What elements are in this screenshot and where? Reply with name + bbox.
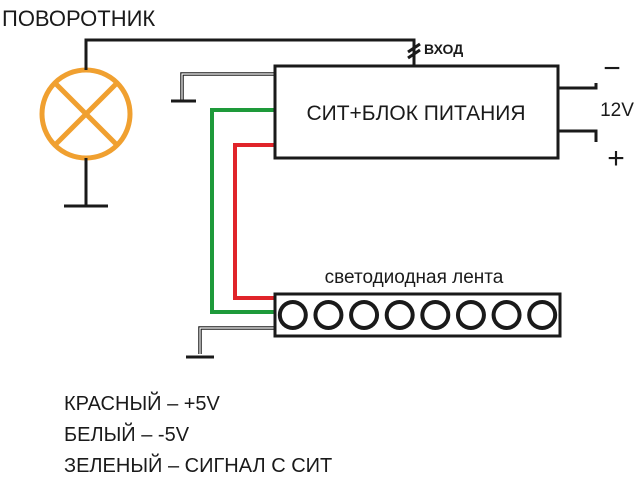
plus-sign: + bbox=[607, 142, 625, 175]
input-label: ВХОД bbox=[424, 41, 463, 57]
led-lens bbox=[459, 304, 482, 326]
led-lens bbox=[317, 304, 340, 326]
voltage-label: 12V bbox=[600, 100, 634, 121]
led-lens bbox=[424, 304, 447, 326]
green-wire bbox=[210, 108, 275, 314]
red-wire bbox=[233, 143, 275, 300]
minus-sign: − bbox=[603, 52, 621, 85]
legend-red: КРАСНЫЙ – +5V bbox=[64, 391, 221, 415]
fuse-icon bbox=[407, 42, 421, 60]
led-lens bbox=[353, 304, 376, 326]
controller-power-unit bbox=[273, 64, 560, 160]
ground-icon bbox=[171, 72, 275, 103]
supply-wires bbox=[558, 83, 598, 142]
led-lens bbox=[531, 304, 554, 326]
led-lens bbox=[388, 304, 411, 326]
legend-green: ЗЕЛЕНЫЙ – СИГНАЛ С СИТ bbox=[64, 453, 332, 477]
strip-label: светодиодная лента bbox=[325, 267, 504, 288]
unit-label: СИТ+БЛОК ПИТАНИЯ bbox=[306, 102, 525, 125]
led-lens bbox=[281, 304, 304, 326]
turn-signal-label: ПОВОРОТНИК bbox=[2, 6, 155, 31]
ground-icon bbox=[64, 158, 108, 208]
lamp-icon bbox=[39, 67, 133, 161]
legend-white: БЕЛЫЙ – -5V bbox=[64, 422, 190, 446]
led-lens bbox=[495, 304, 518, 326]
ground-icon bbox=[186, 326, 275, 359]
led-row bbox=[277, 300, 558, 330]
